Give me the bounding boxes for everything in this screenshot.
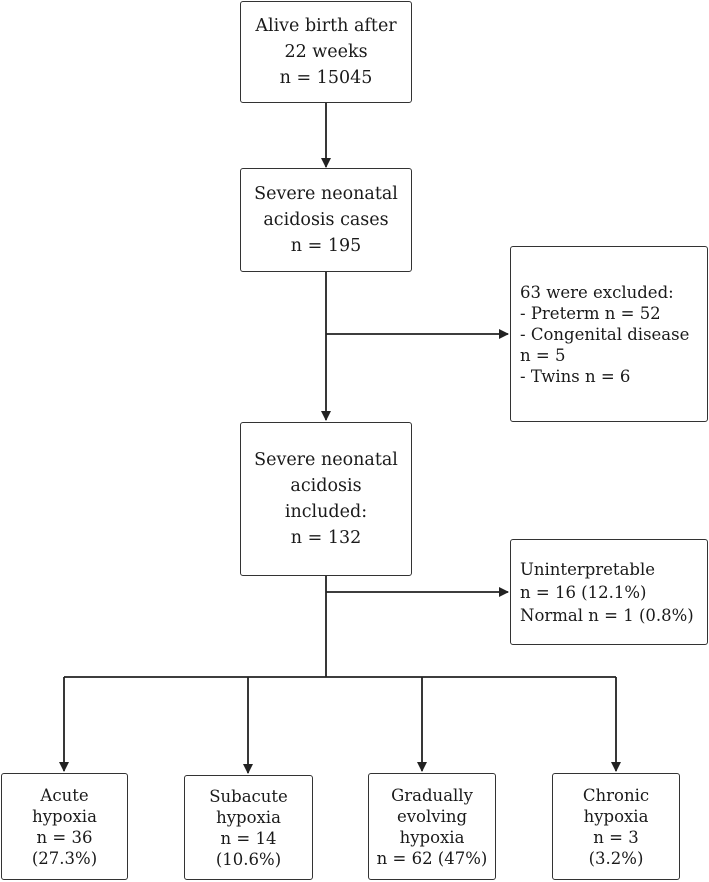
box-subacute-hypoxia: Subacute hypoxia n = 14 (10.6%) bbox=[184, 775, 313, 880]
chronic-line-4: (3.2%) bbox=[588, 848, 644, 868]
cases-line-2: acidosis cases bbox=[263, 210, 389, 230]
subacute-line-1: Subacute bbox=[209, 786, 288, 806]
box-uninterpretable: Uninterpretable n = 16 (12.1%) Normal n … bbox=[510, 539, 708, 645]
excluded-line-3: - Congenital disease bbox=[520, 324, 690, 344]
chronic-line-1: Chronic bbox=[582, 785, 650, 805]
included-line-2: acidosis bbox=[290, 476, 362, 496]
box-included: Severe neonatal acidosis included: n = 1… bbox=[240, 422, 412, 576]
excluded-line-5: - Twins n = 6 bbox=[520, 366, 631, 386]
births-line-2: 22 weeks bbox=[284, 42, 368, 62]
gradual-line-1: Gradually bbox=[391, 785, 473, 805]
box-gradual-hypoxia: Gradually evolving hypoxia n = 62 (47%) bbox=[368, 773, 496, 880]
excluded-line-1: 63 were excluded: bbox=[520, 282, 674, 302]
births-line-3: n = 15045 bbox=[279, 68, 373, 88]
uninterpretable-line-3: Normal n = 1 (0.8%) bbox=[520, 605, 694, 625]
box-excluded: 63 were excluded: - Preterm n = 52 - Con… bbox=[510, 246, 708, 422]
included-line-3: included: bbox=[284, 502, 368, 522]
chronic-line-2: hypoxia bbox=[583, 806, 649, 826]
chronic-line-3: n = 3 bbox=[593, 827, 639, 847]
uninterpretable-line-1: Uninterpretable bbox=[520, 559, 656, 579]
subacute-line-3: n = 14 bbox=[220, 828, 277, 848]
excluded-line-2: - Preterm n = 52 bbox=[520, 303, 661, 323]
acute-line-2: hypoxia bbox=[32, 806, 97, 826]
acute-line-3: n = 36 bbox=[36, 827, 93, 847]
included-line-1: Severe neonatal bbox=[254, 450, 398, 470]
cases-line-1: Severe neonatal bbox=[254, 184, 398, 204]
excluded-line-4: n = 5 bbox=[520, 345, 566, 365]
gradual-line-3: hypoxia bbox=[399, 827, 465, 847]
included-line-4: n = 132 bbox=[290, 528, 362, 548]
uninterpretable-line-2: n = 16 (12.1%) bbox=[520, 582, 647, 602]
births-line-1: Alive birth after bbox=[255, 16, 397, 36]
subacute-line-4: (10.6%) bbox=[215, 849, 282, 869]
gradual-line-2: evolving bbox=[396, 806, 468, 826]
gradual-line-4: n = 62 (47%) bbox=[376, 848, 488, 868]
subacute-line-2: hypoxia bbox=[216, 807, 281, 827]
box-chronic-hypoxia: Chronic hypoxia n = 3 (3.2%) bbox=[552, 773, 680, 880]
box-alive-births: Alive birth after 22 weeks n = 15045 bbox=[240, 1, 412, 103]
cases-line-3: n = 195 bbox=[290, 236, 362, 256]
acute-line-4: (27.3%) bbox=[31, 848, 98, 868]
box-acute-hypoxia: Acute hypoxia n = 36 (27.3%) bbox=[1, 773, 128, 880]
box-acidosis-cases: Severe neonatal acidosis cases n = 195 bbox=[240, 168, 412, 272]
acute-line-1: Acute bbox=[40, 785, 89, 805]
